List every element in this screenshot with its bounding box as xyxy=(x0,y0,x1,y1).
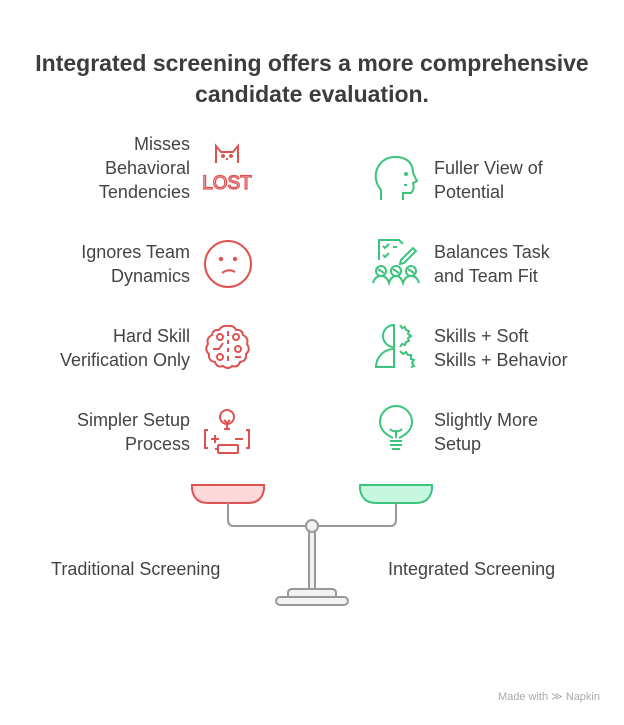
base-top xyxy=(287,588,337,597)
lost-cat-icon: LOST xyxy=(202,143,252,193)
footer-watermark: Made with ≫ Napkin xyxy=(498,690,600,703)
item-text: Hard Skill xyxy=(112,326,190,346)
traditional-screening-label: Traditional Screening xyxy=(51,559,221,579)
integrated-item-4: Slightly More Setup xyxy=(434,408,614,456)
svg-text:LOST: LOST xyxy=(202,173,252,193)
page-title: Integrated screening offers a more compr… xyxy=(0,48,624,110)
traditional-item-2: Ignores Team Dynamics xyxy=(10,240,190,288)
traditional-item-1: Misses Behavioral Tendencies xyxy=(10,132,190,204)
item-text: and Team Fit xyxy=(434,266,538,286)
item-text: Potential xyxy=(434,182,505,202)
made-with-text: Made with xyxy=(497,691,549,703)
base xyxy=(275,596,349,606)
head-profile-icon xyxy=(373,155,423,205)
pivot xyxy=(305,519,319,533)
item-text: Simpler Setup xyxy=(76,410,190,430)
traditional-item-4: Simpler Setup Process xyxy=(10,408,190,456)
item-text: Setup xyxy=(434,434,482,454)
item-text: Balances Task xyxy=(434,242,550,262)
item-text: Slightly More xyxy=(434,410,539,430)
napkin-logo-icon: ≫ xyxy=(551,691,563,703)
lightbulb-battery-icon xyxy=(202,408,252,458)
item-text: Skills + Soft xyxy=(434,326,529,346)
checklist-team-icon xyxy=(371,238,421,288)
item-text: Process xyxy=(124,434,190,454)
left-pan xyxy=(191,484,265,504)
title-line-1: Integrated screening offers a more compr… xyxy=(35,50,589,76)
right-pan xyxy=(359,484,433,504)
integrated-item-1: Fuller View of Potential xyxy=(434,156,614,204)
item-text: Ignores Team xyxy=(81,242,190,262)
item-text: Skills + Behavior xyxy=(434,350,568,370)
sad-face-icon xyxy=(203,239,253,289)
item-text: Behavioral xyxy=(104,158,190,178)
item-text: Misses xyxy=(133,134,190,154)
stem xyxy=(308,529,316,595)
brain-circuit-icon xyxy=(203,323,253,373)
title-line-2: candidate evaluation. xyxy=(195,81,429,107)
item-text: Fuller View of xyxy=(434,158,543,178)
integrated-item-3: Skills + Soft Skills + Behavior xyxy=(434,324,614,372)
item-text: Tendencies xyxy=(98,182,190,202)
item-text: Dynamics xyxy=(110,266,190,286)
item-text: Verification Only xyxy=(59,350,190,370)
napkin-brand: Napkin xyxy=(565,691,600,703)
traditional-item-3: Hard Skill Verification Only xyxy=(10,324,190,372)
person-gears-icon xyxy=(374,323,424,373)
integrated-item-2: Balances Task and Team Fit xyxy=(434,240,614,288)
lightbulb-icon xyxy=(374,405,424,455)
integrated-screening-label: Integrated Screening xyxy=(388,559,556,579)
